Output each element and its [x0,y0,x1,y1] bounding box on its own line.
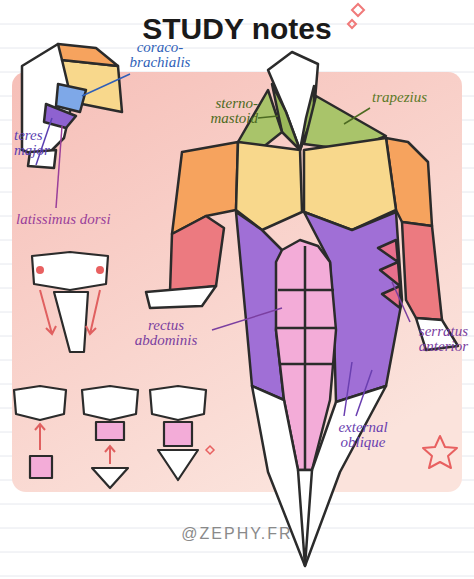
rib-schematic [32,252,108,352]
muscle-label: coraco- brachialis [120,40,200,70]
muscle-label: trapezius [372,90,462,105]
leader-line [36,74,410,416]
star-doodle [423,436,457,468]
coraco-muscle [56,84,86,112]
schematic-arrow [105,446,115,464]
leader-line [56,126,62,208]
title-sparkle [352,4,364,16]
leader-line [344,108,370,124]
title-sparkle [348,20,356,28]
rib-shape [14,386,66,420]
pink-panel [12,72,462,492]
inset-muscle [58,44,118,66]
leader-line [344,362,372,416]
sparkle [206,446,214,454]
muscle-label: rectus abdominis [118,318,214,348]
muscle-label: sterno- mastoid [192,96,258,126]
notebook-lines [0,552,474,553]
muscle-label: teres major [14,128,62,158]
leader-line [392,282,410,322]
leader-line [212,308,282,330]
pectoral-muscle [236,142,302,230]
serratus-muscle [380,262,400,286]
abs-block [96,422,124,440]
leader-line [258,116,278,118]
schematic-arrow [35,424,115,464]
muscle-label: external oblique [318,420,408,450]
sparkle [206,446,214,454]
muscle-shapes [146,52,458,566]
teres-muscle [44,104,76,128]
serratus-muscle [378,240,398,262]
title-sparkle [348,4,364,28]
rib-dot [36,266,44,274]
schematic-arrow [40,290,56,334]
rib-dot [96,266,104,274]
pelvis-shape [158,450,198,480]
forearm [146,286,216,308]
watermark: @ZEPHY.FR [130,526,344,542]
notebook-lines [0,24,474,576]
pelvis-shape [92,468,128,488]
schematic-arrow [86,290,100,334]
arm-muscle [170,216,224,292]
sternum-shape [54,292,88,352]
rib-shape [32,252,108,290]
rib-shape [82,386,138,420]
notebook-lines [0,576,474,577]
leader-line [82,74,130,96]
pelvis-line [298,470,312,566]
abs-block [164,422,192,446]
notebook-lines [0,504,474,505]
arm-muscle [402,222,442,320]
schematic-arrow [40,290,100,334]
page-title: STUDY notes [0,12,474,46]
schematic-arrow [35,424,45,450]
muscle-label: latissimus dorsi [16,212,146,227]
serratus-muscle [382,286,400,308]
muscle-label: serratus anterior [384,324,468,354]
rib-shape [150,386,206,420]
abs-block [30,456,52,478]
abs-schematic [14,386,206,488]
